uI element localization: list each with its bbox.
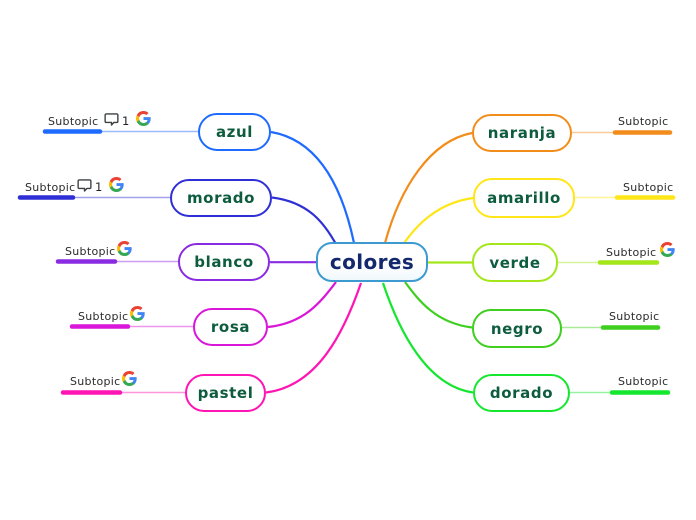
node-morado[interactable]: morado (170, 179, 272, 217)
subtopic-label-morado[interactable]: Subtopic (25, 181, 76, 194)
subtopic-label-blanco[interactable]: Subtopic (65, 245, 116, 258)
subtopic-label-rosa[interactable]: Subtopic (78, 310, 129, 323)
node-azul[interactable]: azul (198, 113, 271, 151)
node-label: verde (489, 253, 541, 272)
root-node-label: colores (329, 250, 415, 274)
google-icon[interactable] (117, 241, 132, 256)
google-icon[interactable] (136, 111, 151, 126)
node-naranja[interactable]: naranja (472, 114, 572, 152)
subtopic-label-naranja[interactable]: Subtopic (618, 115, 669, 128)
subtopic-label-negro[interactable]: Subtopic (609, 310, 660, 323)
node-label: azul (215, 123, 254, 141)
node-pastel[interactable]: pastel (185, 374, 266, 412)
node-label: naranja (487, 124, 557, 142)
subtopic-label-azul[interactable]: Subtopic (48, 115, 99, 128)
branch-curve-azul (270, 130, 356, 244)
subtopic-label-pastel[interactable]: Subtopic (70, 375, 121, 388)
comment-count[interactable]: 1 (122, 114, 130, 128)
node-verde[interactable]: verde (472, 243, 558, 282)
subtopic-label-dorado[interactable]: Subtopic (618, 375, 669, 388)
node-dorado[interactable]: dorado (473, 374, 570, 412)
node-rosa[interactable]: rosa (193, 308, 268, 346)
google-icon[interactable] (109, 177, 124, 192)
branch-curve-morado (271, 196, 338, 247)
node-label: morado (186, 189, 256, 207)
branch-curve-dorado (381, 282, 474, 394)
node-label: pastel (197, 384, 254, 402)
subtopic-label-amarillo[interactable]: Subtopic (623, 181, 674, 194)
comment-count[interactable]: 1 (95, 180, 103, 194)
google-icon[interactable] (122, 371, 137, 386)
node-label: rosa (210, 318, 251, 336)
node-blanco[interactable]: blanco (178, 243, 270, 281)
node-label: amarillo (487, 189, 561, 207)
node-label: dorado (489, 384, 554, 402)
branch-curve-pastel (265, 282, 363, 394)
branch-curve-naranja (383, 131, 473, 244)
node-amarillo[interactable]: amarillo (473, 178, 575, 218)
comment-icon[interactable] (76, 177, 93, 194)
google-icon[interactable] (130, 306, 145, 321)
node-negro[interactable]: negro (472, 309, 562, 348)
root-node-colores[interactable]: colores (316, 242, 428, 282)
subtopic-label-verde[interactable]: Subtopic (606, 246, 657, 259)
node-label: blanco (194, 253, 254, 271)
branch-curve-amarillo (401, 196, 474, 247)
node-label: negro (490, 319, 544, 338)
google-icon[interactable] (660, 242, 675, 257)
branch-curve-negro (404, 281, 473, 329)
comment-icon[interactable] (103, 111, 120, 128)
branch-curve-rosa (267, 281, 337, 329)
